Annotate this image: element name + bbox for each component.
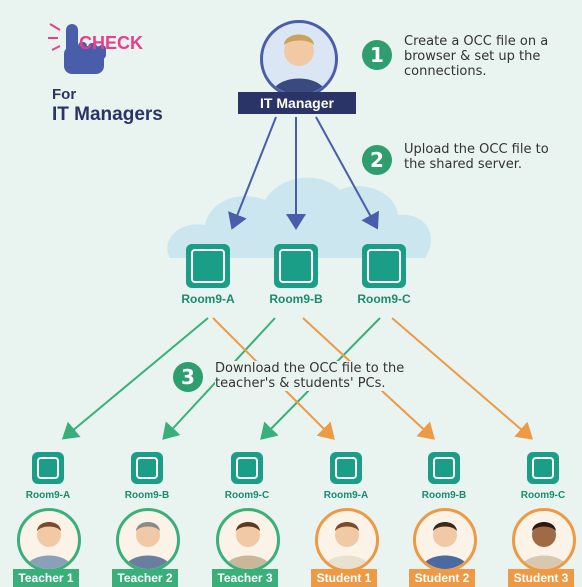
- student-avatar: [413, 508, 477, 572]
- room-label: Room9-C: [520, 490, 566, 501]
- occ-file-icon: [428, 452, 460, 484]
- person-icon: [271, 34, 327, 95]
- occ-file-icon: [527, 452, 559, 484]
- room-label: Room9-B: [421, 490, 467, 501]
- occ-file-icon: [231, 452, 263, 484]
- person-icon: [421, 522, 469, 569]
- room-label: Room9-A: [25, 490, 71, 501]
- arrow-to-student-3: [391, 317, 534, 440]
- person-icon: [25, 522, 73, 569]
- check-label: CHECK: [79, 33, 144, 53]
- room-label: Room9-A: [181, 292, 235, 306]
- person-label: Student 3: [508, 569, 574, 587]
- manager-label: IT Manager: [238, 92, 356, 114]
- step-1-number: 1: [362, 40, 392, 70]
- arrow-to-room9-a: [228, 116, 277, 230]
- teacher-avatar: [216, 508, 280, 572]
- audience-label: IT Managers: [52, 104, 163, 125]
- arrow-to-teacher-1: [61, 317, 209, 440]
- teacher-avatar: [116, 508, 180, 572]
- person-label: Student 2: [409, 569, 475, 587]
- step-2-number: 2: [362, 145, 392, 175]
- occ-file-icon: [274, 244, 318, 288]
- occ-file-icon: [362, 244, 406, 288]
- student-avatar: [315, 508, 379, 572]
- arrow-to-room9-c: [315, 116, 379, 230]
- person-icon: [323, 522, 371, 569]
- person-icon: [520, 522, 568, 569]
- person-label: Teacher 2: [112, 569, 178, 587]
- hand-pointer-icon: [48, 23, 106, 74]
- room-label: Room9-C: [357, 292, 411, 306]
- occ-file-icon: [32, 452, 64, 484]
- person-label: Teacher 3: [212, 569, 278, 587]
- student-avatar: [512, 508, 576, 572]
- room-label: Room9-B: [269, 292, 323, 306]
- occ-file-icon: [131, 452, 163, 484]
- person-icon: [224, 522, 272, 569]
- step-3-number: 3: [173, 362, 203, 392]
- person-icon: [124, 522, 172, 569]
- occ-file-icon: [330, 452, 362, 484]
- occ-file-icon: [186, 244, 230, 288]
- room-label: Room9-A: [323, 490, 369, 501]
- teacher-avatar: [17, 508, 81, 572]
- room-label: Room9-C: [224, 490, 270, 501]
- person-label: Teacher 1: [13, 569, 79, 587]
- for-label: For: [52, 86, 77, 103]
- person-label: Student 1: [311, 569, 377, 587]
- room-label: Room9-B: [124, 490, 170, 501]
- manager-avatar: [260, 20, 338, 98]
